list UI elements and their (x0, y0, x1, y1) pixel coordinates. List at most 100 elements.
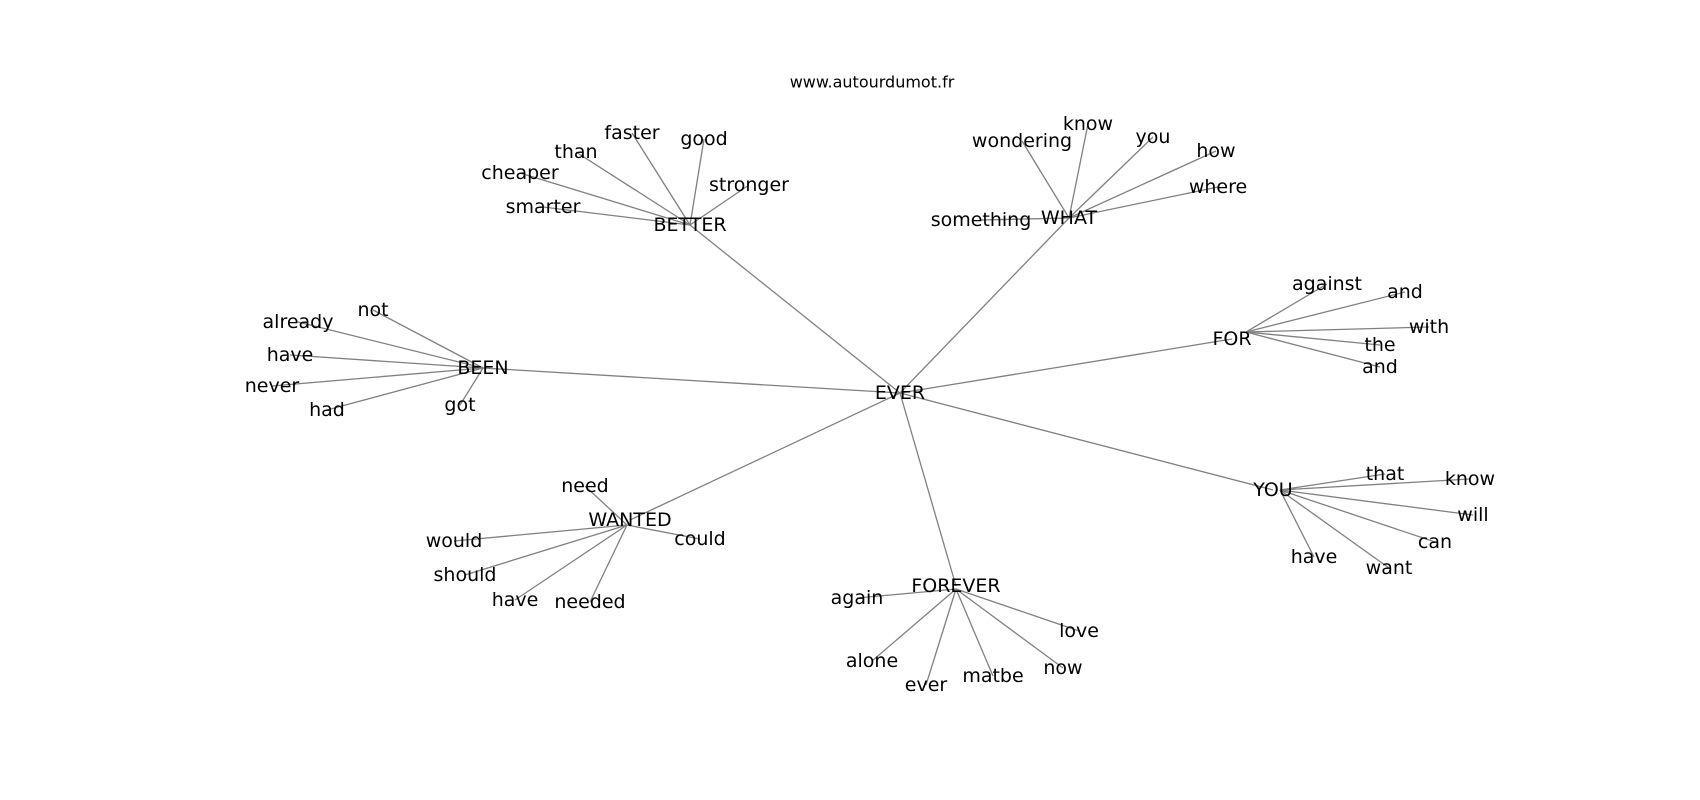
leaf-word-forever-again: again (831, 587, 884, 609)
edge-ever-wanted (629, 392, 901, 521)
edge-what-where (1068, 186, 1219, 219)
leaf-word-you-have: have (1291, 546, 1338, 568)
leaf-word-been-had: had (309, 399, 345, 421)
leaf-word-wanted-should: should (434, 564, 497, 586)
edge-ever-been (482, 367, 901, 394)
leaf-word-you-will: will (1457, 504, 1488, 526)
edge-been-not (372, 309, 484, 369)
edge-wanted-would (453, 524, 628, 542)
leaf-word-been-never: never (245, 375, 300, 397)
leaf-word-forever-now: now (1043, 657, 1082, 679)
leaf-word-forever-ever: ever (905, 674, 948, 696)
edge-better-smarter (542, 206, 691, 226)
leaf-word-what-something: something (931, 209, 1032, 231)
edge-forever-alone (871, 588, 957, 662)
leaf-word-better-smarter: smarter (506, 196, 581, 218)
edge-wanted-needed (589, 524, 628, 603)
edge-forever-again (856, 588, 957, 599)
hub-node-forever: FOREVER (911, 575, 1000, 597)
edge-forever-matbe (955, 588, 994, 677)
source-url: www.autourdumot.fr (790, 73, 955, 92)
edge-been-already (297, 321, 484, 369)
hub-node-what: WHAT (1041, 207, 1098, 229)
hub-node-you: YOU (1252, 479, 1292, 501)
edge-forever-now (955, 588, 1064, 669)
leaf-word-better-than: than (554, 141, 597, 163)
leaf-word-for-and: and (1362, 356, 1398, 378)
hub-node-for: FOR (1212, 328, 1251, 350)
edge-wanted-could (626, 524, 701, 540)
leaf-word-wanted-need: need (561, 475, 608, 497)
edge-for-and (1245, 331, 1381, 368)
leaf-word-what-wondering: wondering (972, 130, 1072, 152)
leaf-word-what-how: how (1196, 140, 1235, 162)
edge-what-know (1068, 123, 1089, 219)
leaf-word-you-that: that (1366, 463, 1405, 485)
leaf-word-what-know: know (1063, 113, 1113, 135)
edge-ever-for (899, 338, 1233, 394)
graph-labels: www.autourdumot.fr faster good thancheaper… (245, 73, 1495, 697)
leaf-word-been-have: have (267, 344, 314, 366)
edge-better-than (575, 151, 691, 226)
edge-what-something (980, 217, 1070, 221)
edge-you-will (1279, 489, 1474, 516)
leaf-word-you-can: can (1418, 531, 1452, 553)
leaf-word-wanted-could: could (674, 528, 725, 550)
edge-you-want (1279, 489, 1390, 569)
edge-for-with (1245, 326, 1430, 333)
edge-wanted-have (514, 524, 628, 601)
leaf-word-wanted-needed: needed (554, 591, 625, 613)
leaf-word-been-already: already (263, 311, 334, 333)
leaf-word-better-stronger: stronger (709, 174, 789, 196)
edge-better-faster (631, 132, 691, 226)
leaf-word-you-want: want (1366, 557, 1413, 579)
edge-you-know (1279, 478, 1471, 491)
leaf-word-what-you: you (1136, 126, 1171, 148)
leaf-word-wanted-have: have (492, 589, 539, 611)
edge-for-and (1245, 291, 1406, 333)
edge-wanted-need (584, 485, 628, 526)
leaf-word-you-know: know (1445, 468, 1495, 490)
edge-you-can (1279, 489, 1436, 543)
leaf-word-for-the: the (1364, 334, 1395, 356)
leaf-word-better-faster: faster (604, 122, 659, 144)
edge-forever-ever (925, 588, 957, 686)
edge-been-got (459, 367, 484, 406)
edge-ever-forever (899, 392, 957, 587)
edge-for-against (1245, 283, 1328, 333)
edge-what-how (1068, 150, 1217, 219)
leaf-word-forever-love: love (1059, 620, 1099, 642)
edge-what-wondering (1021, 140, 1070, 219)
leaf-word-better-good: good (680, 128, 727, 150)
edge-forever-love (955, 588, 1080, 632)
edge-ever-you (899, 392, 1274, 491)
edge-you-that (1279, 473, 1386, 491)
leaf-word-forever-alone: alone (846, 650, 898, 672)
edge-ever-better (689, 224, 901, 394)
edge-better-good (689, 138, 705, 226)
center-node: EVER (875, 382, 925, 404)
edge-for-the (1245, 331, 1381, 346)
hub-node-been: BEEN (457, 357, 508, 379)
edge-been-had (326, 367, 484, 411)
hub-node-wanted: WANTED (588, 509, 671, 531)
edge-been-have (289, 354, 484, 369)
leaf-word-wanted-would: would (426, 530, 483, 552)
edge-what-you (1068, 136, 1154, 219)
edge-better-cheaper (519, 172, 691, 226)
edge-ever-what (899, 217, 1070, 394)
leaf-word-for-and: and (1387, 281, 1423, 303)
leaf-word-been-not: not (357, 299, 388, 321)
edge-better-stronger (689, 184, 750, 226)
leaf-word-what-where: where (1189, 176, 1247, 198)
leaf-word-forever-matbe: matbe (962, 665, 1023, 687)
graph-edges (271, 123, 1474, 686)
leaf-word-better-cheaper: cheaper (481, 162, 559, 184)
leaf-word-for-with: with (1409, 316, 1449, 338)
edge-been-never (271, 367, 484, 387)
edge-you-have (1279, 489, 1315, 558)
leaf-word-been-got: got (444, 394, 475, 416)
leaf-word-for-against: against (1292, 273, 1362, 295)
hub-node-better: BETTER (653, 214, 726, 236)
